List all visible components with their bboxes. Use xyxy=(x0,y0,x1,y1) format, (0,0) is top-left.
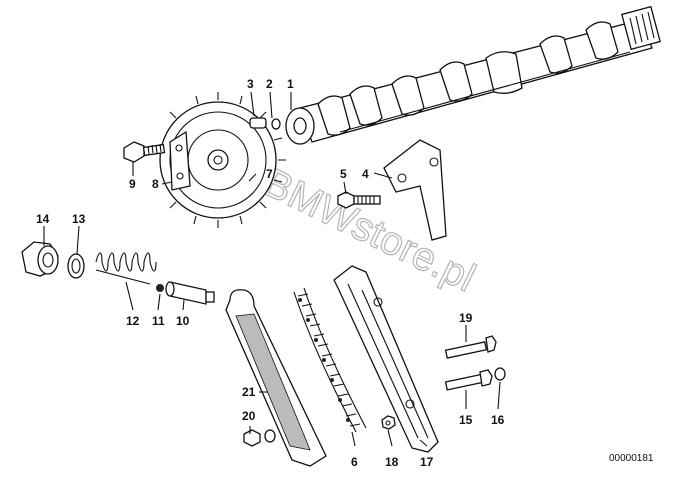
hex-nut xyxy=(381,415,396,430)
bolt-15 xyxy=(444,369,493,391)
callout-15: 15 xyxy=(459,413,473,427)
callout-7: 7 xyxy=(266,167,273,181)
timing-chain xyxy=(293,287,367,433)
callout-12: 12 xyxy=(126,314,140,328)
camshaft xyxy=(285,5,661,145)
drawing-code: 00000181 xyxy=(609,453,654,464)
callout-2: 2 xyxy=(266,77,273,91)
bolt-5 xyxy=(337,191,381,209)
bolt-19 xyxy=(444,335,497,359)
callout-16: 16 xyxy=(491,413,505,427)
callout-19: 19 xyxy=(459,311,473,325)
washer-16 xyxy=(494,367,506,381)
callout-18: 18 xyxy=(385,455,399,469)
tensioner-rail xyxy=(225,289,327,467)
callout-5: 5 xyxy=(340,167,347,181)
support-bracket xyxy=(383,139,447,241)
gasket-ring xyxy=(67,253,85,279)
sprocket-bracket xyxy=(169,130,191,191)
callout-21: 21 xyxy=(242,385,256,399)
ball xyxy=(156,284,164,292)
callout-9: 9 xyxy=(129,177,136,191)
callout-14: 14 xyxy=(36,212,50,226)
callout-11: 11 xyxy=(152,314,165,328)
callout-1: 1 xyxy=(287,77,294,91)
callout-6: 6 xyxy=(351,455,358,469)
dowel-pin xyxy=(249,117,267,129)
compression-spring xyxy=(95,252,157,285)
callout-3: 3 xyxy=(247,77,254,91)
callout-10: 10 xyxy=(176,314,190,328)
leader-lines xyxy=(43,91,501,447)
guide-rail xyxy=(333,265,439,453)
bolt-20 xyxy=(243,429,276,447)
callout-17: 17 xyxy=(420,455,434,469)
bolt-9 xyxy=(123,141,166,163)
callout-4: 4 xyxy=(362,167,369,181)
callout-8: 8 xyxy=(152,177,159,191)
tensioner-piston xyxy=(165,281,215,305)
washer-2 xyxy=(271,118,281,130)
callout-20: 20 xyxy=(242,409,256,423)
callout-labels: 1 2 3 4 5 6 7 8 9 10 11 12 13 14 15 16 1… xyxy=(36,77,505,469)
callout-13: 13 xyxy=(72,212,86,226)
screw-plug xyxy=(21,241,59,277)
